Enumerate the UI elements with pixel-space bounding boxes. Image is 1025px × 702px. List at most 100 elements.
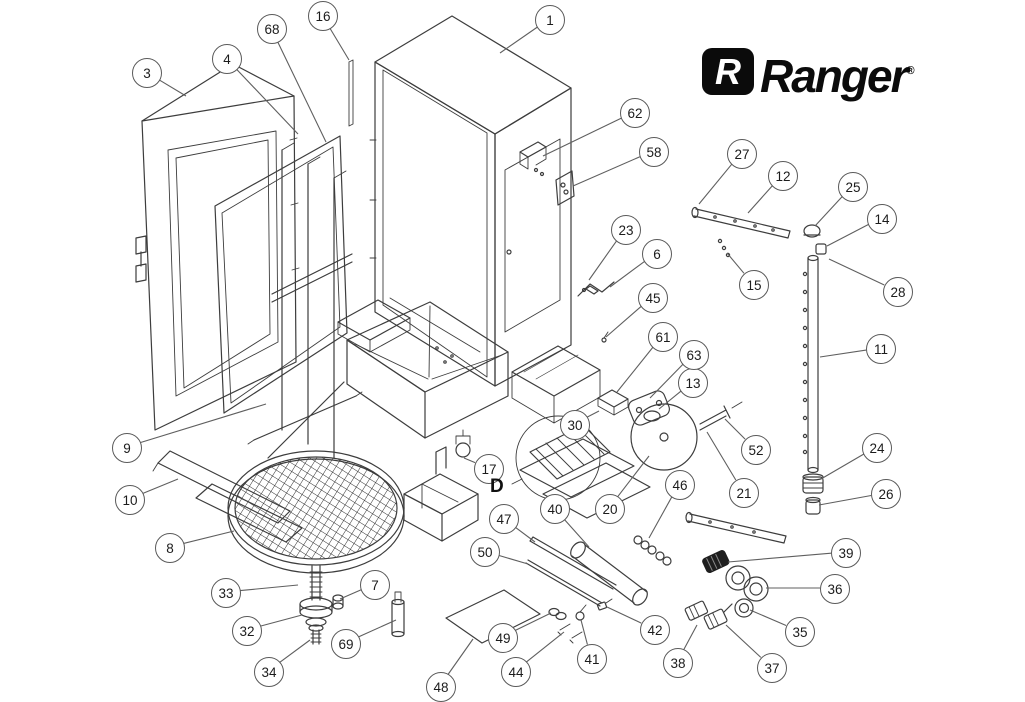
leader-line-20 (617, 455, 650, 498)
leader-line-11 (819, 349, 867, 358)
leader-line-21 (706, 431, 737, 481)
leader-line-1 (499, 26, 538, 54)
leader-line-39 (727, 552, 832, 563)
leader-line-14 (826, 223, 869, 247)
callout-33: 33 (211, 578, 241, 608)
detail-d-group (511, 415, 651, 519)
callout-35: 35 (785, 617, 815, 647)
callout-4: 4 (212, 44, 242, 74)
ranger-logo-mark-letter: R (715, 50, 741, 92)
leader-line-32 (259, 614, 303, 627)
callout-26: 26 (871, 479, 901, 509)
callout-52: 52 (741, 435, 771, 465)
callout-47: 47 (489, 504, 519, 534)
callout-68: 68 (257, 14, 287, 44)
leader-line-25 (814, 195, 843, 227)
leader-line-45 (605, 305, 642, 338)
leader-line-58 (572, 156, 641, 187)
hanging-rack (247, 142, 363, 459)
registered-trademark-symbol: ® (906, 65, 915, 77)
wash-tank (337, 299, 601, 458)
callout-45: 45 (638, 283, 668, 313)
leader-line-10 (141, 478, 179, 495)
callout-61: 61 (648, 322, 678, 352)
callout-15: 15 (739, 270, 769, 300)
leader-line-38 (683, 624, 698, 650)
leader-line-37 (725, 624, 762, 658)
leader-line-12 (747, 185, 774, 214)
pump-motor-cluster (597, 389, 743, 471)
leader-line-9 (139, 403, 267, 444)
callout-63: 63 (679, 340, 709, 370)
leader-line-4 (235, 67, 299, 135)
leader-line-68 (276, 40, 327, 143)
callout-11: 11 (866, 334, 896, 364)
ranger-logo: R Ranger® (702, 48, 915, 100)
callout-30: 30 (560, 410, 590, 440)
callout-13: 13 (678, 368, 708, 398)
leader-line-49 (514, 612, 552, 632)
leader-line-26 (818, 494, 872, 506)
leader-line-33 (238, 584, 299, 592)
leader-line-44 (525, 631, 565, 663)
callout-41: 41 (577, 644, 607, 674)
leader-line-3 (157, 78, 187, 97)
callout-36: 36 (820, 574, 850, 604)
callout-49: 49 (488, 623, 518, 653)
leader-line-52 (724, 418, 746, 440)
leader-line-63 (649, 363, 684, 399)
callout-46: 46 (665, 470, 695, 500)
leader-line-15 (726, 252, 745, 274)
lower-spray-pipe (685, 511, 787, 544)
upper-spray-pipe (691, 206, 827, 258)
leader-line-69 (357, 619, 397, 638)
callout-58: 58 (639, 137, 669, 167)
callout-14: 14 (867, 204, 897, 234)
leader-line-17 (463, 457, 476, 464)
leader-line-62 (542, 117, 622, 157)
support-arms (152, 450, 303, 543)
vertical-spray-pipe (802, 254, 824, 515)
callout-25: 25 (838, 172, 868, 202)
callout-27: 27 (727, 139, 757, 169)
ranger-wordmark: Ranger (760, 50, 908, 102)
small-cabinet-parts (519, 141, 615, 343)
leader-line-16 (328, 26, 350, 61)
leader-line-41 (580, 619, 588, 645)
callout-17: 17 (474, 454, 504, 484)
tubes-and-hardware (391, 536, 648, 644)
callout-34: 34 (254, 657, 284, 687)
detail-d-label: D (490, 476, 504, 497)
parts-tray-box (403, 446, 479, 542)
leader-line-27 (698, 163, 733, 205)
leader-line-24 (820, 453, 865, 480)
callout-9: 9 (112, 433, 142, 463)
callout-37: 37 (757, 653, 787, 683)
leader-line-40 (562, 518, 590, 548)
leader-line-6 (609, 260, 646, 288)
callout-3: 3 (132, 58, 162, 88)
callout-12: 12 (768, 161, 798, 191)
leader-line-47 (513, 525, 536, 543)
leader-line-7 (339, 589, 362, 600)
leader-line-30 (586, 410, 600, 418)
callout-48: 48 (426, 672, 456, 702)
ranger-logo-mark: R (702, 48, 754, 95)
leader-line-28 (828, 258, 885, 286)
callout-50: 50 (470, 537, 500, 567)
callout-62: 62 (620, 98, 650, 128)
callout-44: 44 (501, 657, 531, 687)
callout-42: 42 (640, 615, 670, 645)
turntable-shaft-assembly (299, 565, 344, 645)
callout-28: 28 (883, 277, 913, 307)
callout-32: 32 (232, 616, 262, 646)
leader-line-46 (648, 495, 673, 539)
callout-20: 20 (595, 494, 625, 524)
leader-line-61 (616, 346, 654, 393)
callout-23: 23 (611, 215, 641, 245)
callout-39: 39 (831, 538, 861, 568)
inner-door-panel (214, 59, 354, 414)
